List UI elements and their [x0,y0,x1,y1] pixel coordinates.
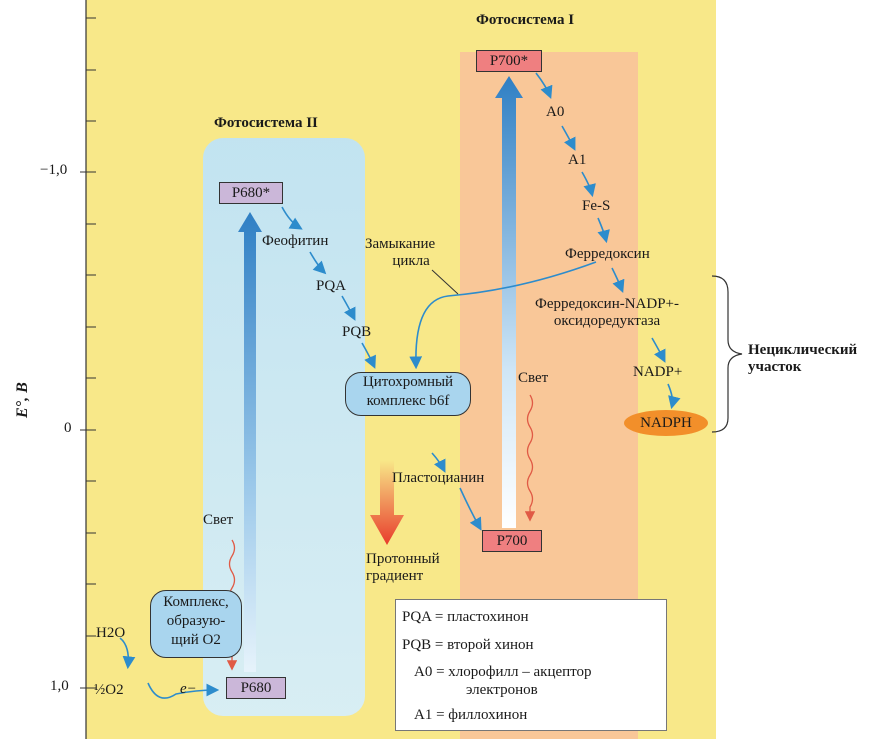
cytochrome-line2: комплекс b6f [366,393,450,409]
oxygen-label: ½O2 [94,682,124,698]
electron-label: e− [180,681,197,697]
oec-line3: щий O2 [171,632,221,648]
ps1-excitation-arrow [495,76,523,528]
light-label-ps1: Свет [518,370,549,386]
nadph-ellipse: NADPH [624,410,708,436]
light-arrow-ps1 [524,394,536,522]
photosystem-2-title: Фотосистема II [214,115,318,131]
noncyclic-bracket [711,275,743,433]
cycle-label: Замыкание цикла [365,236,435,270]
fnr-line1: Ферредоксин-NADP+- [535,296,680,312]
proton-gradient-label: Протонный градиент [366,551,440,585]
p700-excited-box: P700* [476,50,542,72]
legend-a0: A0 = хлорофилл – акцептор [414,664,592,680]
photosystem-1-title: Фотосистема I [476,12,575,28]
pheophytin-label: Феофитин [262,233,329,249]
nadp-label: NADP+ [633,364,683,380]
p700-ground-box: P700 [482,530,542,552]
fnr-line2: оксидоредуктаза [553,313,661,329]
proton-line1: Протонный [366,551,440,567]
cycle-label-line2: цикла [392,253,430,269]
pqb-label: PQB [342,324,372,340]
noncyclic-line2: участок [748,359,802,375]
electron-arrows [119,72,681,699]
legend-a1: A1 = филлохинон [414,707,528,723]
water-label: H2O [96,625,126,641]
cycle-label-line1: Замыкание [365,236,436,252]
y-axis-ticks [80,17,96,689]
y-axis-label: E°, В [14,382,31,418]
y-tick-label: 1,0 [50,678,69,694]
legend-pqb: PQB = второй хинон [402,637,534,653]
legend-box: PQA = пластохинон PQB = второй хинон A0 … [395,599,667,731]
cytochrome-b6f-box: Цитохромный комплекс b6f [345,372,471,416]
plastocyanin-label: Пластоцианин [392,470,485,486]
oxygen-evolving-complex: Комплекс, образую- щий O2 [150,590,242,658]
y-tick-label: −1,0 [40,162,68,178]
legend-pqa: PQA = пластохинон [402,609,529,625]
proton-gradient-arrow [370,460,404,545]
oec-line1: Комплекс, [163,594,229,610]
ferredoxin-label: Ферредоксин [565,246,650,262]
p680-excited-box: P680* [219,182,283,204]
a1-label: A1 [568,152,587,168]
ps2-excitation-arrow [238,212,262,672]
legend-a0-cont: электронов [466,682,538,698]
y-tick-label: 0 [64,420,72,436]
noncyclic-label: Нециклический участок [748,342,857,376]
p680-ground-box: P680 [226,677,286,699]
light-label-ps2: Свет [203,512,234,528]
oec-line2: образую- [166,613,226,629]
pqa-label: PQA [316,278,347,294]
cytochrome-line1: Цитохромный [362,374,454,390]
noncyclic-line1: Нециклический [748,342,858,358]
cycle-pointer [431,269,459,295]
fnr-label: Ферредоксин-NADP+- оксидоредуктаза [535,296,679,330]
fe-s-label: Fe-S [582,198,611,214]
proton-line2: градиент [366,568,424,584]
a0-label: A0 [546,104,565,120]
